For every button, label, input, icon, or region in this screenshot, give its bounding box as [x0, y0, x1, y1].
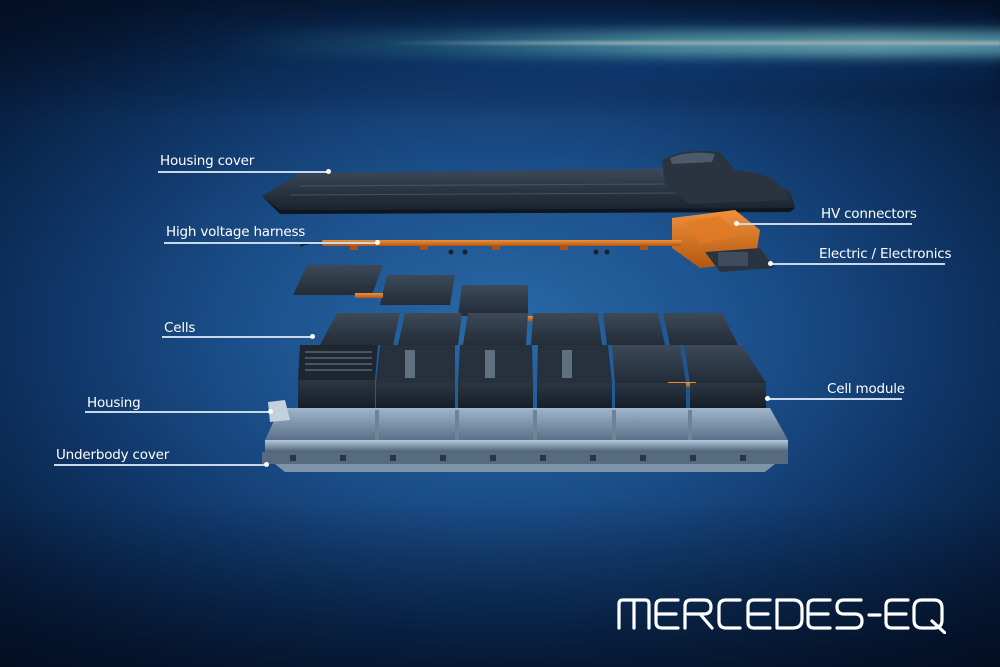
leader-housing	[85, 411, 270, 413]
anchor-dot-housing-cover	[326, 169, 331, 174]
label-housing: Housing	[87, 395, 141, 411]
leader-high-voltage-harness	[164, 242, 378, 244]
leader-underbody-cover	[54, 464, 266, 466]
label-cells: Cells	[164, 320, 196, 336]
hv-connectors-part	[672, 210, 775, 272]
anchor-dot-underbody-cover	[264, 462, 269, 467]
anchor-dot-cell-module	[765, 396, 770, 401]
anchor-dot-hv-connectors	[734, 221, 739, 226]
leader-electric-electronics	[770, 263, 945, 265]
anchor-dot-electric-electronics	[768, 261, 773, 266]
anchor-dot-high-voltage-harness	[375, 240, 380, 245]
mercedes-eq-logo: MERCEDES-EQ	[617, 598, 946, 634]
label-housing-cover: Housing cover	[160, 153, 255, 169]
label-hv-connectors: HV connectors	[821, 206, 917, 222]
leader-housing-cover	[158, 171, 328, 173]
label-high-voltage-harness: High voltage harness	[166, 224, 306, 240]
anchor-dot-housing	[268, 409, 273, 414]
cell-modules-part	[298, 313, 766, 408]
cells-lids-part	[293, 265, 540, 321]
label-underbody-cover: Underbody cover	[56, 447, 170, 463]
label-electric-electronics: Electric / Electronics	[819, 246, 952, 262]
leader-cell-module	[768, 398, 902, 400]
housing-cover-part	[262, 151, 795, 214]
label-cell-module: Cell module	[827, 381, 905, 397]
leader-hv-connectors	[736, 223, 912, 225]
underbody-cover-part	[262, 452, 788, 472]
leader-cells	[162, 336, 312, 338]
anchor-dot-cells	[310, 334, 315, 339]
